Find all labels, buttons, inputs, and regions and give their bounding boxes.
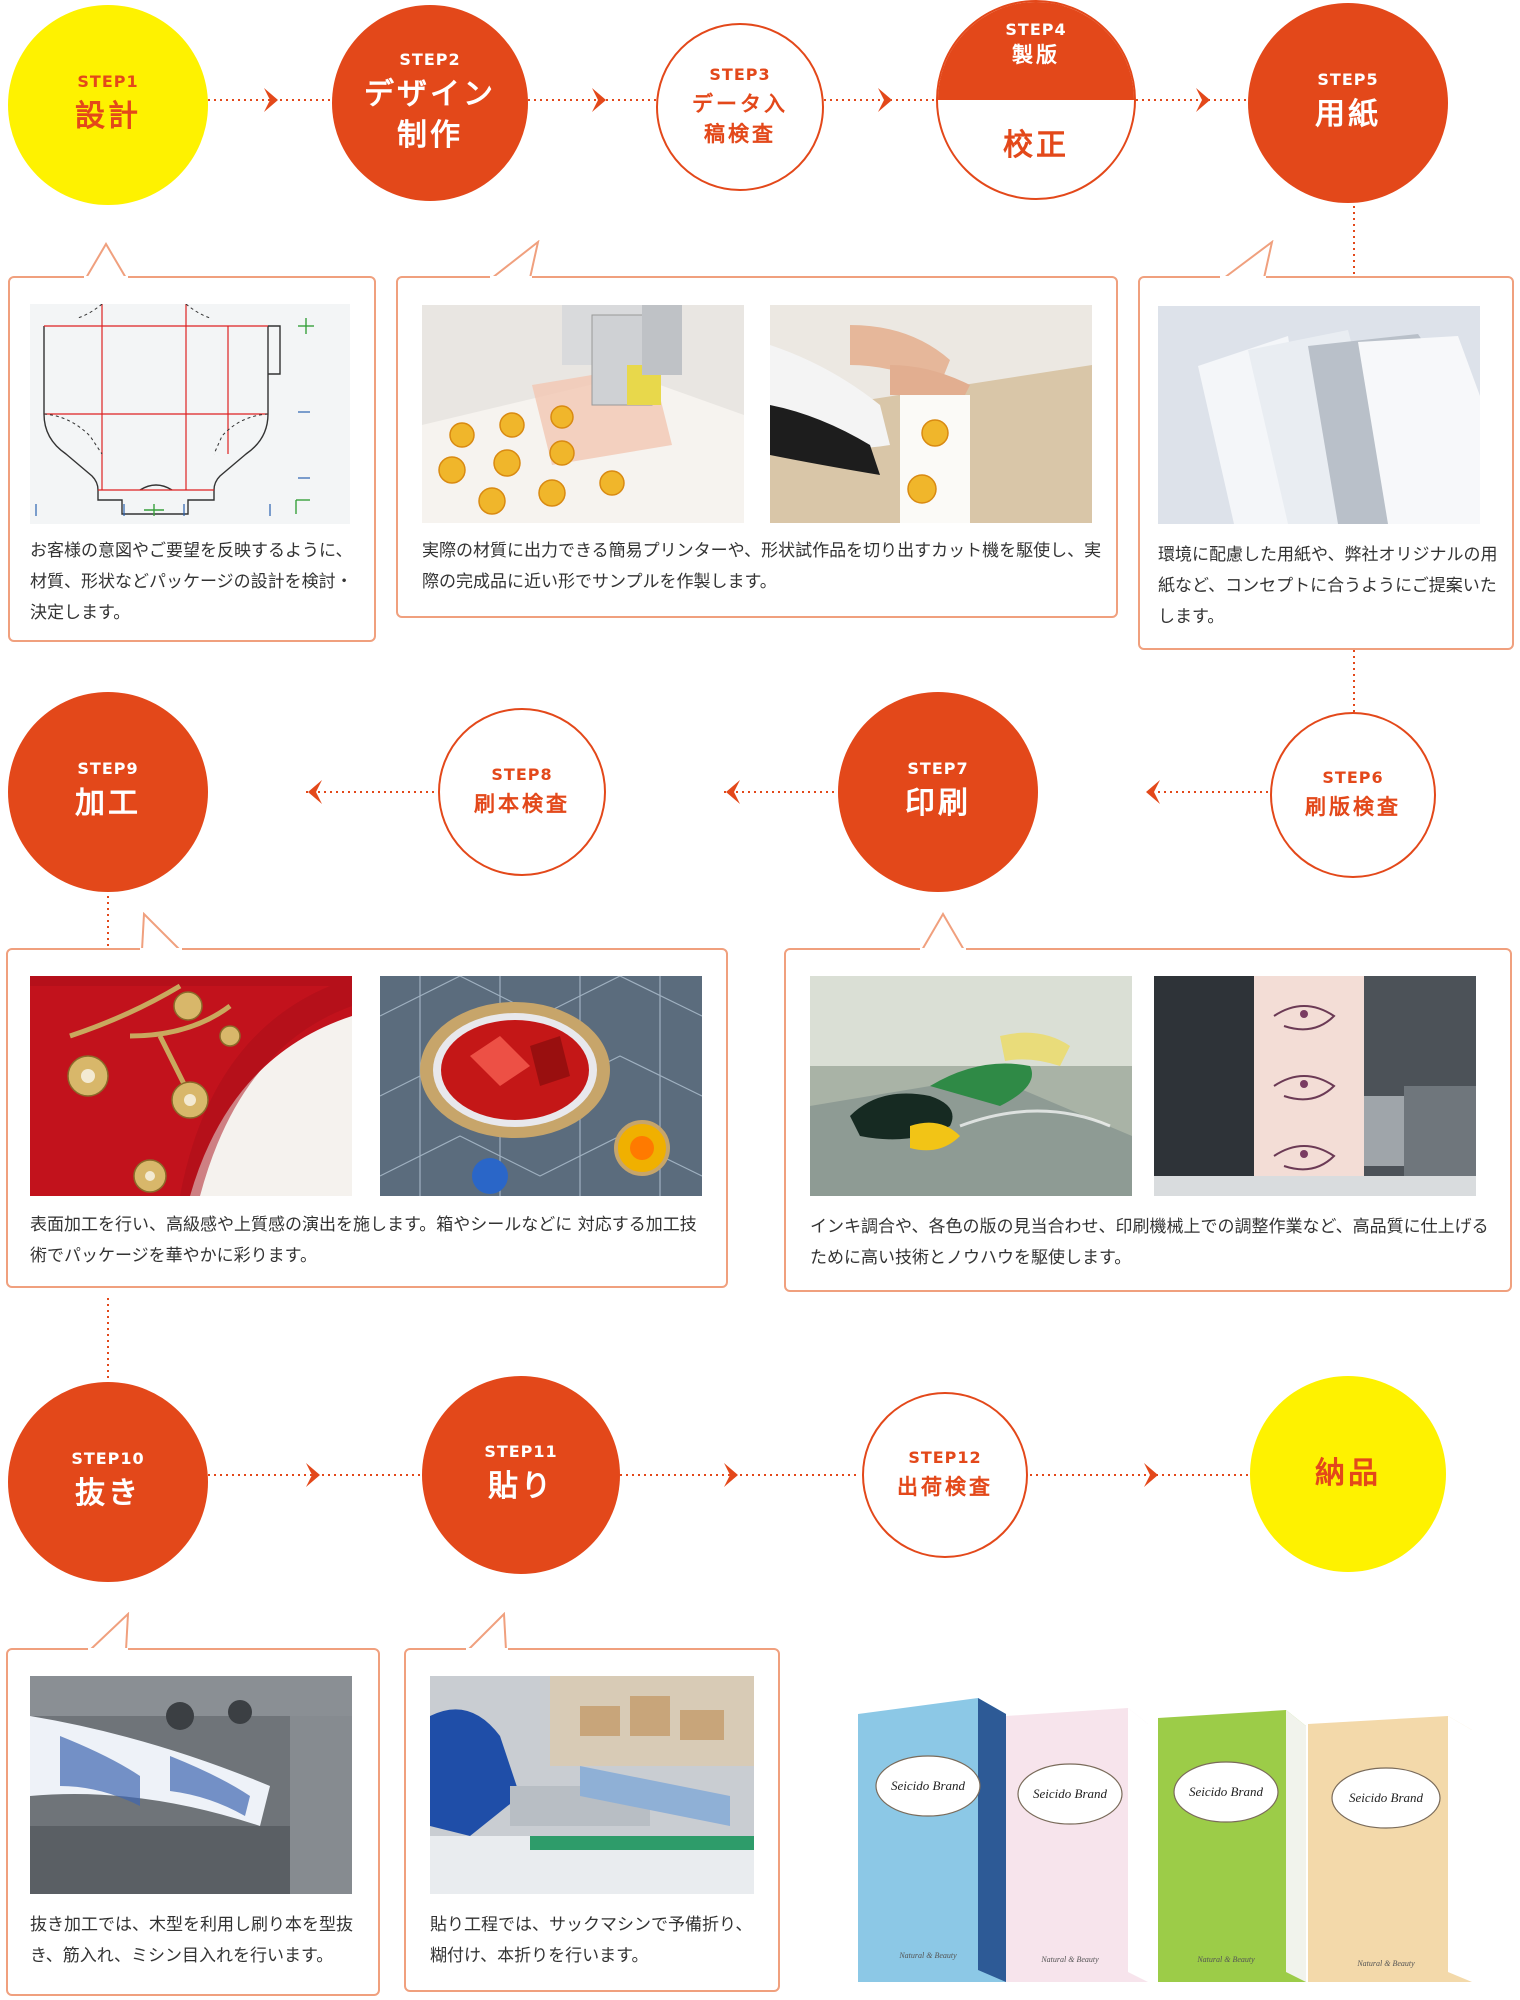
- step7-label: STEP7: [907, 759, 968, 778]
- step3-label: STEP3: [709, 65, 770, 84]
- package3-brand: Seicido Brand: [1189, 1784, 1264, 1799]
- foil-jewel-photo: [380, 976, 702, 1196]
- package1-brand: Seicido Brand: [891, 1778, 966, 1793]
- embossed-plum-photo: [30, 976, 352, 1196]
- arrow-right-icon: [878, 88, 892, 112]
- step9-circle: STEP9 加工: [8, 692, 208, 892]
- step5-name: 用紙: [1315, 95, 1381, 136]
- step10-label: STEP10: [71, 1449, 144, 1468]
- arrow-right-icon: [1144, 1463, 1158, 1487]
- step12-circle: STEP12 出荷検査: [862, 1392, 1028, 1558]
- arrow-right-icon: [264, 88, 278, 112]
- step8-circle: STEP8 刷本検査: [438, 708, 606, 876]
- package1-tagline: Natural & Beauty: [898, 1951, 957, 1960]
- delivery-name: 納品: [1315, 1454, 1381, 1495]
- step7-circle: STEP7 印刷: [838, 692, 1038, 892]
- prototype-description: 実際の材質に出力できる簡易プリンターや、形状試作品を切り出すカット機を駆使し、実…: [422, 536, 1102, 598]
- step1-name: 設計: [75, 97, 141, 138]
- ink-mixing-photo: [810, 976, 1132, 1196]
- printing-press-photo: [1154, 976, 1476, 1196]
- step9-label: STEP9: [77, 759, 138, 778]
- step2-circle: STEP2 デザイン制作: [332, 5, 528, 201]
- step3-name: データ入稿検査: [690, 90, 790, 149]
- cutting-plotter-photo: [422, 305, 744, 523]
- step12-name: 出荷検査: [897, 1473, 993, 1502]
- finished-packages-photo: Seicido Brand Seicido Brand Seicido Bran…: [858, 1690, 1478, 1982]
- step4-name-bottom: 校正: [938, 120, 1134, 164]
- step1-circle: STEP1 設計: [8, 5, 208, 205]
- paper-description: 環境に配慮した用紙や、弊社オリジナルの用紙など、コンセプトに合うようにご提案いた…: [1158, 540, 1498, 633]
- finishing-description: 表面加工を行い、高級感や上質感の演出を施します。箱やシールなどに 対応する加工技…: [30, 1210, 710, 1272]
- package4-tagline: Natural & Beauty: [1356, 1959, 1415, 1968]
- design-description: お客様の意図やご要望を反映するように、材質、形状などパッケージの設計を検討・決定…: [30, 536, 360, 629]
- design-diagram-image: [30, 304, 350, 524]
- arrow-right-icon: [724, 1463, 738, 1487]
- arrow-right-icon: [306, 1463, 320, 1487]
- sample-box-photo: [770, 305, 1092, 523]
- package2-tagline: Natural & Beauty: [1040, 1955, 1099, 1964]
- step8-label: STEP8: [491, 765, 552, 784]
- gluing-description: 貼り工程では、サックマシンで予備折り、糊付け、本折りを行います。: [430, 1910, 766, 1972]
- step5-label: STEP5: [1317, 70, 1378, 89]
- package3-tagline: Natural & Beauty: [1196, 1955, 1255, 1964]
- step11-label: STEP11: [484, 1442, 557, 1461]
- step4-label: STEP4: [938, 20, 1134, 39]
- step11-circle: STEP11 貼り: [422, 1376, 620, 1574]
- step12-label: STEP12: [908, 1448, 981, 1467]
- step6-name: 刷版検査: [1305, 793, 1401, 822]
- step6-circle: STEP6 刷版検査: [1270, 712, 1436, 878]
- step9-name: 加工: [75, 784, 141, 825]
- diecut-machine-photo: [30, 1676, 352, 1894]
- delivery-circle: 納品: [1250, 1376, 1446, 1572]
- package2-brand: Seicido Brand: [1033, 1786, 1108, 1801]
- paper-stack-photo: [1158, 306, 1480, 524]
- step3-circle: STEP3 データ入稿検査: [656, 23, 824, 191]
- step2-name: デザイン制作: [355, 75, 505, 156]
- step4-name-top: 製版: [1012, 43, 1060, 67]
- step6-label: STEP6: [1322, 768, 1383, 787]
- printing-description: インキ調合や、各色の版の見当合わせ、印刷機械上での調整作業など、高品質に仕上げる…: [810, 1212, 1490, 1274]
- step5-circle: STEP5 用紙: [1248, 3, 1448, 203]
- step7-name: 印刷: [905, 784, 971, 825]
- gluing-machine-photo: [430, 1676, 754, 1894]
- step1-label: STEP1: [77, 72, 138, 91]
- step4-circle: STEP4 製版 校正: [936, 0, 1136, 200]
- step8-name: 刷本検査: [474, 790, 570, 819]
- diecut-description: 抜き加工では、木型を利用し刷り本を型抜き、筋入れ、ミシン目入れを行います。: [30, 1910, 366, 1972]
- arrow-left-icon: [1146, 780, 1160, 804]
- package4-brand: Seicido Brand: [1349, 1790, 1424, 1805]
- step10-circle: STEP10 抜き: [8, 1382, 208, 1582]
- step10-name: 抜き: [75, 1474, 141, 1515]
- arrow-right-icon: [1196, 88, 1210, 112]
- step11-name: 貼り: [488, 1467, 554, 1508]
- step2-label: STEP2: [399, 50, 460, 69]
